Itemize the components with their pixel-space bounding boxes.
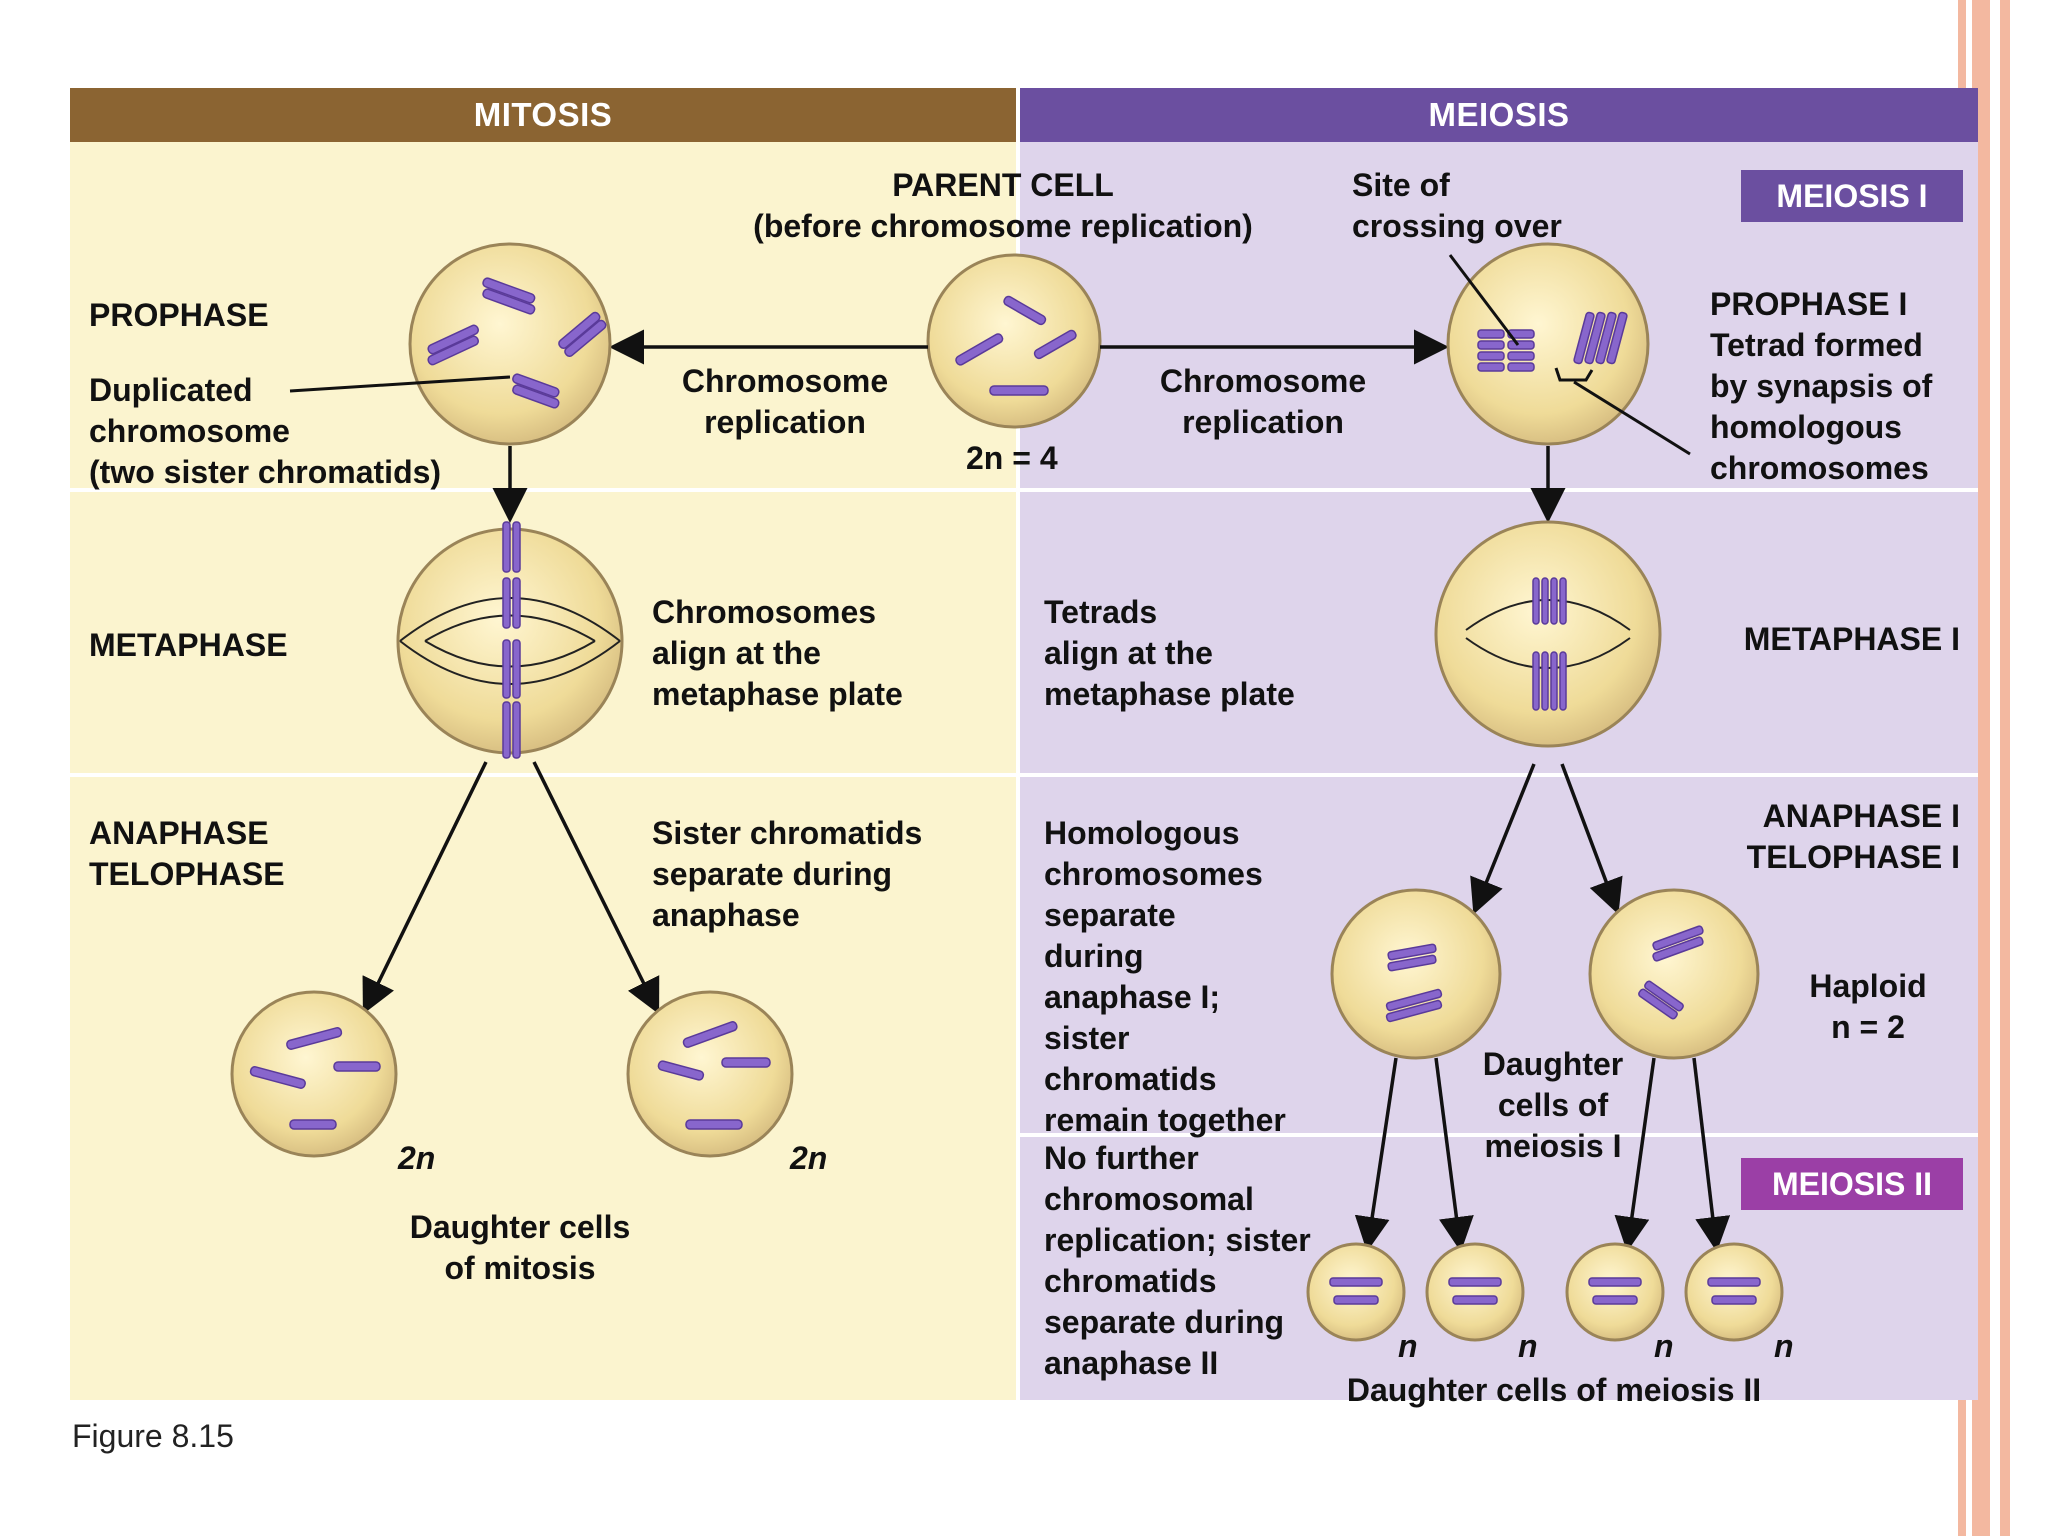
- meiosis-prophase1-cell: [1446, 242, 1650, 446]
- meiosis2-tag: MEIOSIS II: [1741, 1158, 1963, 1210]
- meiosis1-daughter-cell-1: [1330, 888, 1502, 1060]
- tetrads-align-label: Tetrads align at the metaphase plate: [1044, 594, 1295, 712]
- haploid-n-1: n: [1398, 1328, 1418, 1364]
- ploidy-parent-label: 2n = 4: [966, 440, 1058, 476]
- meiosis2-split-arrows: [1354, 1057, 1731, 1252]
- meiosis2-daughter-cell-3: [1565, 1242, 1665, 1342]
- metaphase-label: METAPHASE: [89, 627, 288, 663]
- sister-separate-label: Sister chromatids separate during anapha…: [652, 815, 923, 933]
- duplicated-chromosome-label: Duplicated chromosome (two sister chroma…: [89, 372, 442, 490]
- haploid-n-2: n: [1518, 1328, 1538, 1364]
- mitosis-daughter-cell-2: [626, 990, 794, 1158]
- meiosis-metaphase1-cell: [1434, 520, 1662, 748]
- haploid-label: Haploid n = 2: [1809, 968, 1927, 1045]
- daughter-mitosis-label: Daughter cells of mitosis: [409, 1209, 631, 1286]
- anaphase-telophase-label: ANAPHASE TELOPHASE: [89, 815, 285, 892]
- chromosomes-align-label: Chromosomes align at the metaphase plate: [652, 594, 903, 712]
- mitosis-prophase-cell: [408, 242, 612, 446]
- parent-cell: [926, 253, 1102, 429]
- ploidy-mitosis-1: 2n: [398, 1140, 436, 1176]
- figure-caption: Figure 8.15: [72, 1418, 234, 1454]
- daughter-meiosis2-label: Daughter cells of meiosis II: [1346, 1372, 1762, 1408]
- replication-right-label: Chromosome replication: [1159, 363, 1367, 440]
- parent-cell-label: PARENT CELL (before chromosome replicati…: [753, 167, 1253, 244]
- site-crossing-label: Site of crossing over: [1352, 167, 1562, 244]
- meiosis2-daughter-cell-2: [1425, 1242, 1525, 1342]
- metaphase1-label: METAPHASE I: [1743, 621, 1960, 657]
- accent-stripe-3: [2000, 0, 2010, 1536]
- meiosis-header: MEIOSIS: [1020, 88, 1978, 142]
- no-further-replication-label: No further chromosomal replication; sist…: [1044, 1140, 1311, 1381]
- ploidy-mitosis-2: 2n: [790, 1140, 828, 1176]
- stage-dividers: [70, 488, 1978, 1137]
- prophase-label: PROPHASE: [89, 297, 269, 333]
- mitosis-header: MITOSIS: [70, 88, 1016, 142]
- daughter-meiosis1-label: Daughter cells of meiosis I: [1482, 1046, 1624, 1164]
- prophase1-label: PROPHASE I Tetrad formed by synapsis of …: [1710, 286, 1933, 486]
- meiosis1-tag: MEIOSIS I: [1741, 170, 1963, 222]
- mitosis-metaphase-cell: [396, 521, 624, 759]
- haploid-n-4: n: [1774, 1328, 1794, 1364]
- anaphase1-telophase1-label: ANAPHASE I TELOPHASE I: [1746, 798, 1960, 875]
- crossing-over-pointers: [1448, 254, 1691, 456]
- meiosis1-daughter-cell-2: [1588, 888, 1760, 1060]
- replication-left-label: Chromosome replication: [681, 363, 889, 440]
- duplicated-pointer: [289, 375, 511, 393]
- haploid-n-3: n: [1654, 1328, 1674, 1364]
- homologous-separate-label: Homologous chromosomes separate during a…: [1044, 815, 1286, 1138]
- mitosis-daughter-cell-1: [230, 990, 398, 1158]
- meiosis2-daughter-cell-1: [1306, 1242, 1406, 1342]
- meiosis2-daughter-cell-4: [1684, 1242, 1784, 1342]
- mitosis-split-arrows: [362, 761, 660, 1015]
- meiosis1-split-arrows: [1470, 763, 1623, 915]
